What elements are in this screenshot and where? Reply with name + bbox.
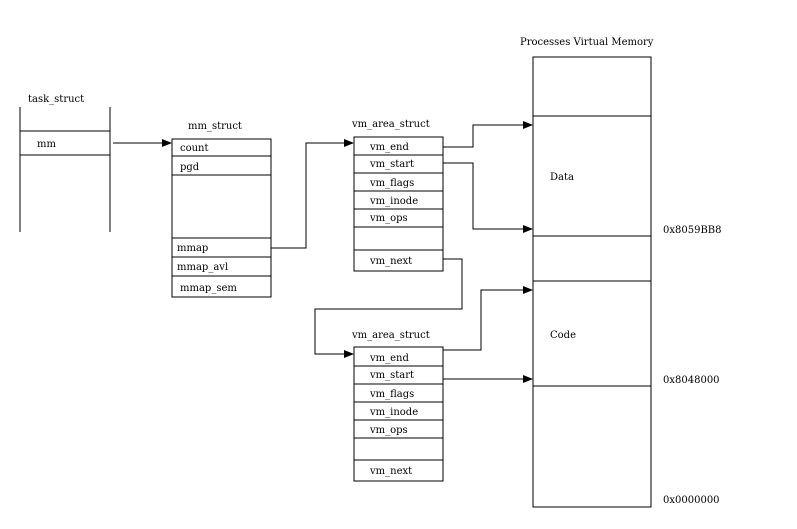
mm-struct-field-count: count: [180, 143, 209, 154]
mm-struct-field-pgd: pgd: [180, 162, 200, 173]
vma-top-field-vm-next: vm_next: [369, 256, 412, 267]
address-label: 0x8048000: [663, 375, 720, 386]
arrow-mmap-to-vma: [271, 139, 354, 249]
vma-bottom-title: vm_area_struct: [351, 330, 430, 341]
virtual-memory-box: [532, 56, 652, 508]
vma-bottom-box: [353, 346, 444, 482]
vma-bottom-field-vm-ops: vm_ops: [369, 425, 408, 436]
mm-struct-field-mmap: mmap: [177, 243, 208, 254]
vma-top-title: vm_area_struct: [351, 119, 430, 130]
virtual-memory-title: Processes Virtual Memory: [520, 37, 654, 48]
address-label: 0x8059BB8: [663, 225, 722, 236]
arrow-vm-end-to-code-top: [443, 286, 533, 351]
vma-bottom-field-vm-inode: vm_inode: [369, 407, 418, 418]
virtual-memory: Processes Virtual Memory Data Code 0x805…: [520, 37, 722, 508]
task-struct: task_struct mm: [19, 94, 111, 232]
mm-struct-box: [171, 138, 272, 298]
region-label-code: Code: [550, 330, 576, 341]
vma-bottom-field-vm-end: vm_end: [369, 353, 409, 364]
arrow-vm-next-to-vma: [314, 258, 463, 358]
vma-bottom-field-vm-start: vm_start: [369, 370, 414, 381]
mm-struct-title: mm_struct: [188, 121, 242, 132]
task-struct-title: task_struct: [28, 94, 84, 105]
arrow-vm-end-to-data-top: [443, 121, 533, 148]
arrow-vm-start-to-data-bottom: [443, 162, 533, 233]
vma-top: vm_area_struct vm_end vm_start vm_flags …: [351, 119, 444, 272]
vma-top-field-vm-inode: vm_inode: [369, 196, 418, 207]
mm-struct: mm_struct count pgd mmap mmap_avl mmap_s…: [171, 121, 272, 298]
vma-top-box: [353, 136, 444, 272]
address-label: 0x0000000: [663, 495, 720, 506]
task-struct-field-mm: mm: [37, 139, 56, 150]
vma-bottom: vm_area_struct vm_end vm_start vm_flags …: [351, 330, 444, 482]
region-label-data: Data: [550, 172, 574, 183]
vma-bottom-field-vm-next: vm_next: [369, 466, 412, 477]
vma-top-field-vm-ops: vm_ops: [369, 213, 408, 224]
vma-bottom-field-vm-flags: vm_flags: [369, 389, 414, 400]
mm-struct-field-mmap-avl: mmap_avl: [177, 262, 228, 273]
vma-top-field-vm-flags: vm_flags: [369, 178, 414, 189]
vma-top-field-vm-start: vm_start: [369, 159, 414, 170]
connectors: [113, 121, 533, 383]
vma-top-field-vm-end: vm_end: [369, 142, 409, 153]
mm-struct-field-mmap-sem: mmap_sem: [180, 283, 237, 294]
